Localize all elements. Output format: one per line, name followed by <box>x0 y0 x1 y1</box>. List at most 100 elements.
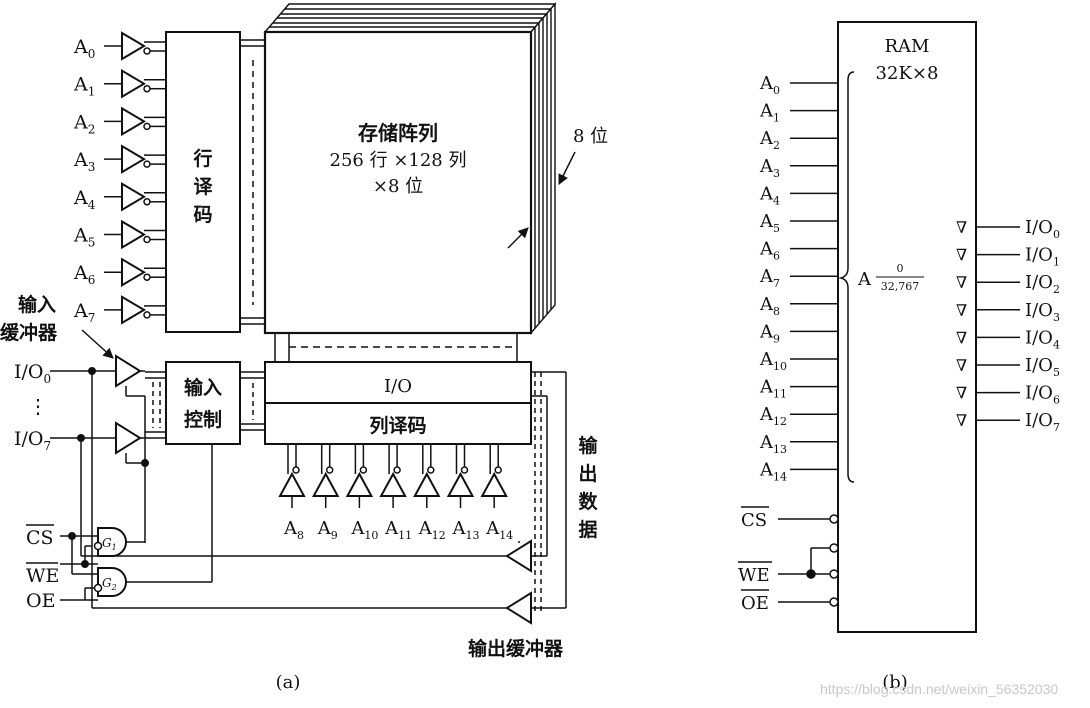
bits-label: 8 位 <box>573 126 608 147</box>
svg-text:A4: A4 <box>759 183 780 207</box>
gate-g1: G1 <box>97 527 127 557</box>
input-control-label-2: 控制 <box>184 408 222 431</box>
row-address-label: A0 <box>73 36 95 61</box>
column-address-buffer: A10 <box>345 444 378 542</box>
memory-array-bits: ×8 位 <box>373 176 423 197</box>
row-address-buffer: A7 <box>73 295 166 325</box>
input-buffer-label-2: 缓冲器 <box>0 321 58 344</box>
column-decoder-label: 列译码 <box>369 415 426 437</box>
ram-address-pin: A4 <box>759 183 838 207</box>
row-address-label: A3 <box>73 149 95 174</box>
ram-io-pin: ∇I/O5 <box>956 355 1060 379</box>
ram-io-pin: ∇ I/O6 <box>956 383 1060 407</box>
ram-address-pin: A9 <box>759 321 838 345</box>
row-address-label: A6 <box>73 262 95 287</box>
ram-title: RAM <box>885 36 930 57</box>
address-brace <box>838 71 855 483</box>
bits-arrow-inner <box>507 227 529 249</box>
row-address-buffer: A6 <box>73 257 166 287</box>
input-buffer-pointer <box>81 329 114 359</box>
column-address-label: A12 <box>418 518 446 542</box>
input-control-label-1: 输入 <box>184 376 222 399</box>
io-pin-0: I/O0 <box>14 361 51 386</box>
svg-text:A3: A3 <box>759 156 780 180</box>
column-address-label: A9 <box>317 518 338 542</box>
ram-oe-label: OE <box>741 593 769 614</box>
tristate-icon: ∇ <box>956 328 967 347</box>
column-address-buffer: A11 <box>379 444 412 542</box>
ram-address-pin: A5 <box>759 211 838 235</box>
svg-text:A7: A7 <box>759 266 780 290</box>
row-address-buffer: A2 <box>73 106 166 136</box>
tristate-icon: ∇ <box>956 273 967 292</box>
ram-address-pin: A14 <box>759 459 838 483</box>
memory-array-stack <box>263 2 557 335</box>
column-address-buffer: A8 <box>278 444 306 542</box>
ram-chip-box <box>837 21 977 633</box>
svg-text:A10: A10 <box>759 349 787 373</box>
input-control-box <box>165 361 241 445</box>
we-pin-label: WE <box>26 565 59 587</box>
gate-g2: G2 <box>97 567 127 597</box>
row-address-label: A5 <box>73 225 95 250</box>
row-address-label: A7 <box>73 300 95 325</box>
tristate-icon: ∇ <box>956 246 967 265</box>
column-address-label: A11 <box>384 518 412 542</box>
input-buffer-0 <box>50 354 145 396</box>
input-buffer-label-1: 输入 <box>18 293 56 316</box>
ram-address-pin: A7 <box>759 266 838 290</box>
column-address-buffer: A14 <box>480 444 513 542</box>
bits-arrow-outer <box>558 151 576 185</box>
svg-text:A: A <box>857 269 872 290</box>
caption-a: (a) <box>276 672 301 693</box>
svg-text:A2: A2 <box>759 128 780 152</box>
ram-we-label: WE <box>738 565 770 586</box>
svg-text:0: 0 <box>897 262 904 275</box>
svg-text:I/O7: I/O7 <box>1025 410 1060 434</box>
output-data-label-4: 据 <box>578 518 597 541</box>
row-decoder-label-2: 译 <box>193 176 213 198</box>
row-address-buffer: A1 <box>73 68 166 99</box>
svg-text:A14: A14 <box>759 459 787 483</box>
svg-text:32,767: 32,767 <box>881 280 920 293</box>
io-pin-ellipsis: ⋮ <box>28 394 48 418</box>
ram-io-pin: ∇ I/O3 <box>956 300 1060 324</box>
svg-text:I/O5: I/O5 <box>1025 355 1060 379</box>
svg-text:I/O6: I/O6 <box>1025 383 1060 407</box>
address-range-label: A 0 32,767 <box>857 262 924 293</box>
ram-control-pins <box>778 514 839 607</box>
tristate-icon: ∇ <box>956 301 967 320</box>
io-label: I/O <box>384 376 412 397</box>
column-address-label: A14 <box>485 518 513 542</box>
ram-address-pin: A10 <box>759 349 838 373</box>
svg-text:G1: G1 <box>102 536 117 552</box>
io-pin-7: I/O7 <box>14 428 51 453</box>
row-address-buffer: A0 <box>73 31 166 61</box>
row-decoder-label-3: 码 <box>193 204 212 226</box>
row-address-label: A4 <box>73 187 96 212</box>
row-address-label: A1 <box>73 74 95 99</box>
tristate-icon: ∇ <box>956 411 967 430</box>
ram-address-pin: A12 <box>759 404 838 428</box>
svg-text:A5: A5 <box>759 211 780 235</box>
input-buffer-7 <box>50 395 149 543</box>
ram-io-pin: ∇ I/O7 <box>956 410 1060 434</box>
memory-array-box <box>263 30 533 335</box>
column-address-label: A10 <box>350 518 378 542</box>
row-address-buffer: A4 <box>73 182 166 212</box>
column-address-label: A8 <box>283 518 304 542</box>
diagram-b: RAM 32K×8 A 0 32,767 A0A1A2A3A4A5A6A7A8A… <box>738 21 1060 693</box>
svg-text:A9: A9 <box>759 321 780 345</box>
ram-address-pin: A1 <box>759 101 838 125</box>
row-address-label: A2 <box>73 111 95 136</box>
ram-address-pin: A0 <box>759 73 838 97</box>
output-buffer-bottom <box>505 591 532 625</box>
tristate-icon: ∇ <box>956 384 967 403</box>
output-buffer-top <box>505 539 532 573</box>
svg-text:I/O3: I/O3 <box>1025 300 1060 324</box>
cs-pin-label: CS <box>26 527 54 549</box>
